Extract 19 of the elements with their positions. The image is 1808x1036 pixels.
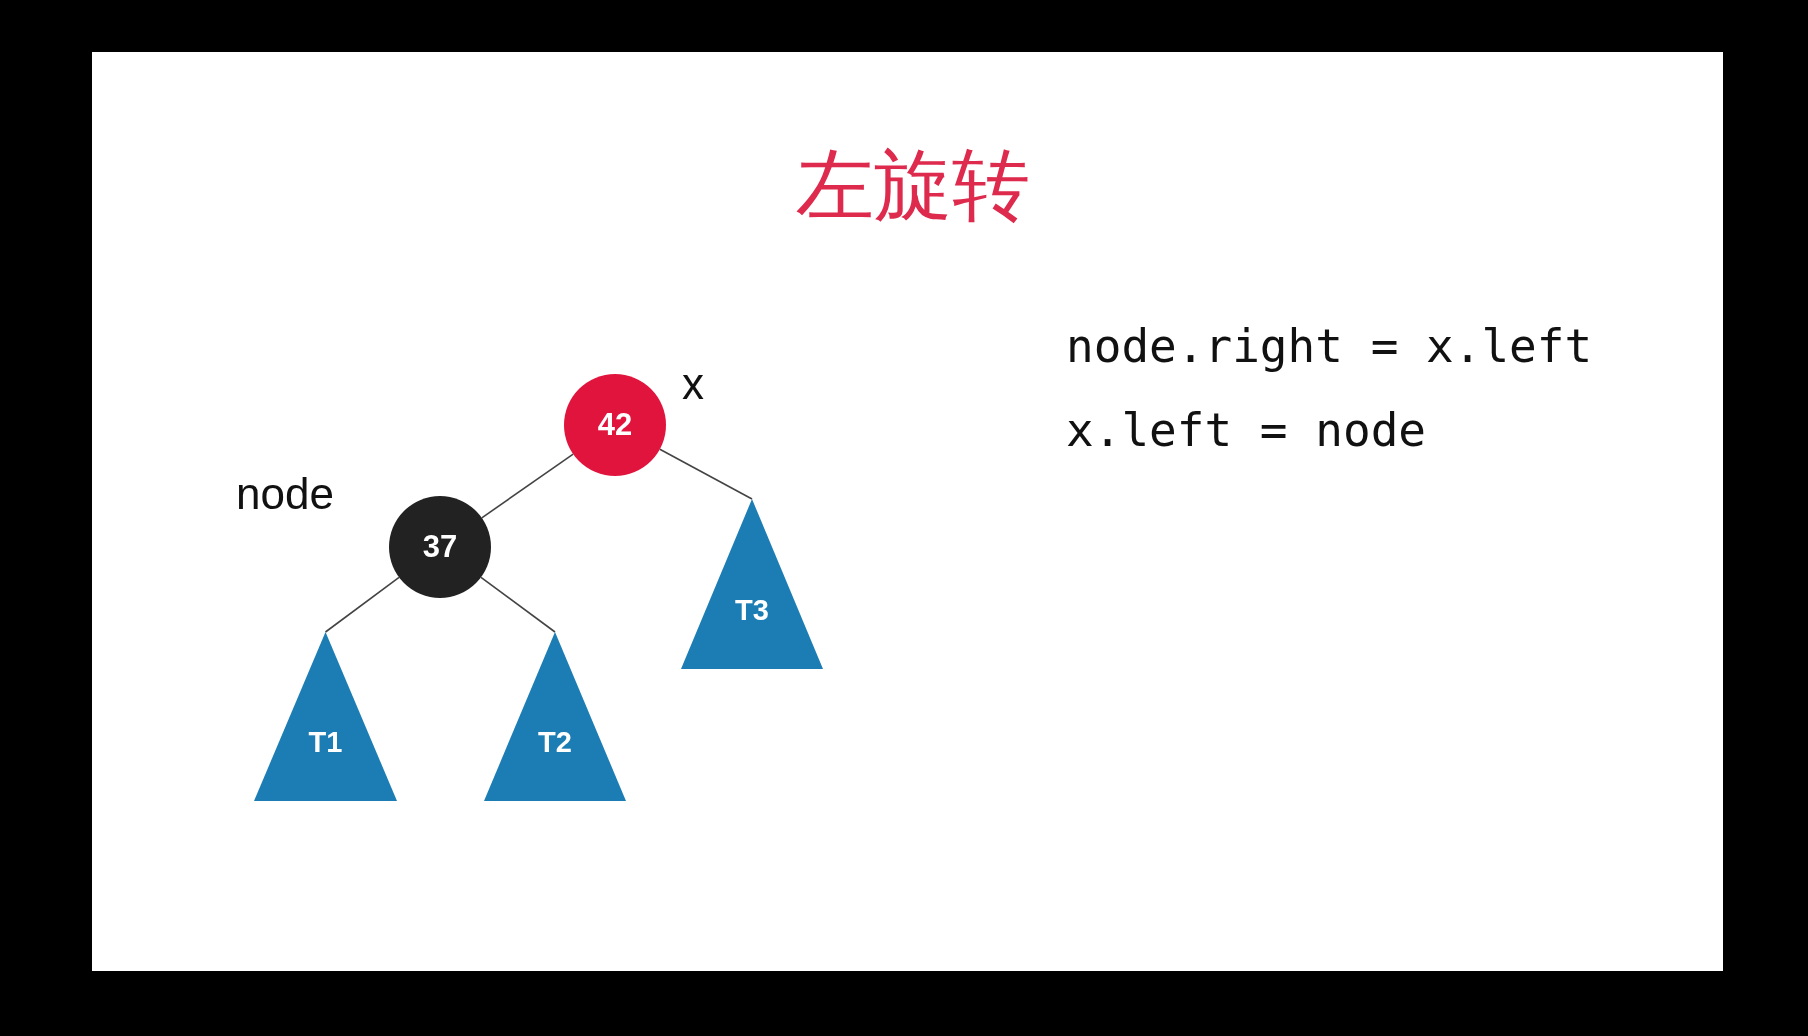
tree-node-circle — [564, 374, 666, 476]
slide-title: 左旋转 — [795, 140, 1031, 230]
node-value: T2 — [538, 725, 572, 759]
node-value: 37 — [422, 529, 458, 565]
node-value: 42 — [597, 407, 633, 443]
code-line: node.right = x.left — [1066, 318, 1593, 374]
tree-edge — [481, 453, 574, 519]
tree-node-circle — [389, 496, 491, 598]
subtree-triangle — [254, 632, 397, 801]
node-name-label: node — [236, 468, 334, 520]
tree-edge — [324, 576, 400, 633]
tree-edge — [659, 448, 753, 500]
node-value: T1 — [308, 725, 343, 759]
tree-edge — [480, 576, 556, 633]
code-line: x.left = node — [1066, 402, 1427, 458]
node-value: T3 — [735, 593, 769, 627]
subtree-triangle — [681, 499, 823, 669]
node-name-label: x — [682, 358, 704, 410]
subtree-triangle — [484, 632, 626, 801]
